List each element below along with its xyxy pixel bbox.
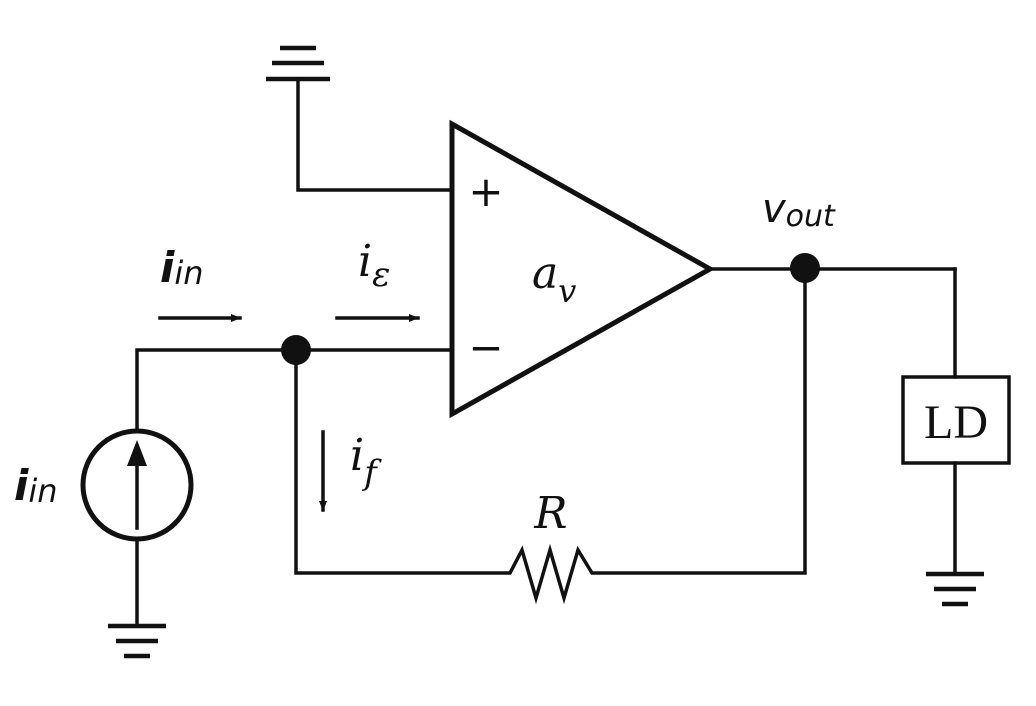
opamp-minus-sign: − <box>468 323 503 372</box>
resistor-label: R <box>533 488 567 539</box>
current-source-arrowhead <box>127 440 147 466</box>
ground-symbol-top <box>266 45 330 82</box>
if-arrow-label: if <box>350 430 382 493</box>
load-label: LD <box>924 396 988 449</box>
opamp-triangle <box>449 119 716 419</box>
ground-symbol-load <box>926 571 984 607</box>
wire-inverting-input <box>135 348 454 432</box>
ie-arrow-label: iε <box>358 236 390 295</box>
source-current-label: iin <box>14 461 58 510</box>
vout-label: vout <box>762 186 836 234</box>
opamp-plus-sign: + <box>468 167 503 216</box>
ground-symbol-source <box>108 623 166 659</box>
opamp-gain-label: av <box>532 248 576 310</box>
wire-noninverting-to-ground <box>296 78 454 192</box>
wire-feedback <box>294 266 807 605</box>
iin-arrow-label: iin <box>160 243 204 292</box>
